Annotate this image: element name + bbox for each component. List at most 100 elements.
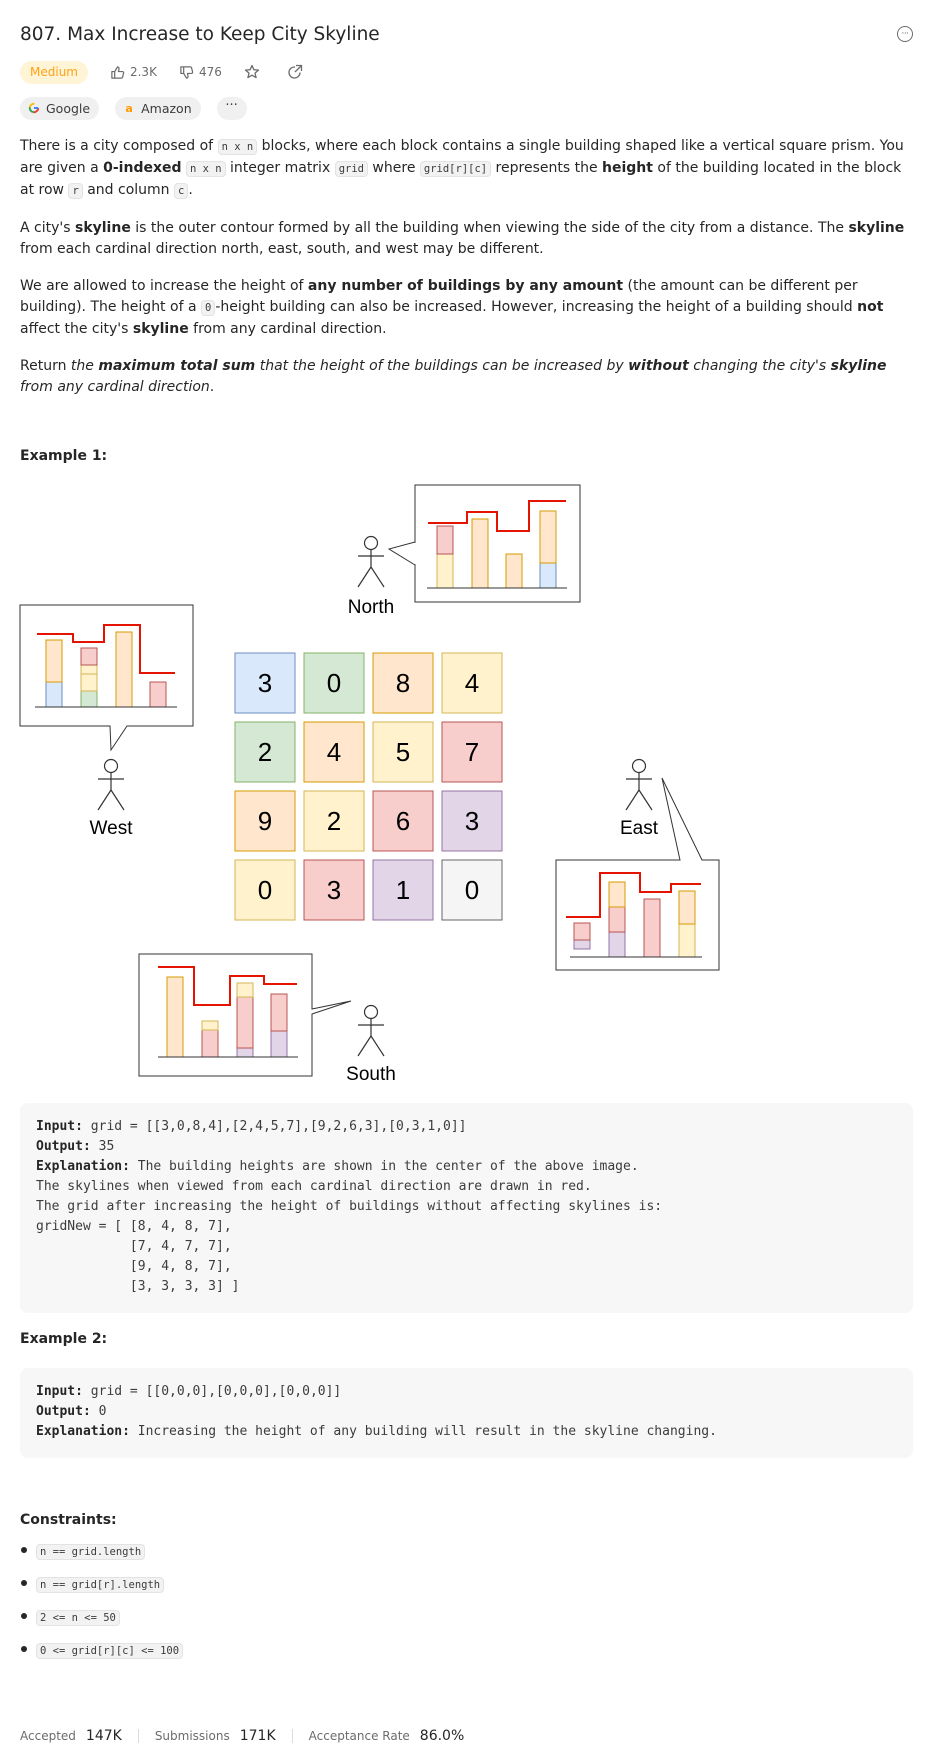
- more-tags-button[interactable]: ···: [216, 96, 247, 120]
- east-skyline: [566, 872, 701, 918]
- favorite-button[interactable]: [244, 64, 265, 80]
- share-button[interactable]: [287, 64, 308, 80]
- grid-cell: [372, 652, 434, 714]
- difficulty-badge: Medium: [20, 60, 88, 84]
- example-2-output: 0: [90, 1404, 107, 1419]
- example-1-explanation-line: [7, 4, 7, 7],: [36, 1239, 232, 1254]
- submission-stats: Accepted 147K Submissions 171K Acceptanc…: [20, 1726, 464, 1746]
- grid-cell: [372, 790, 434, 852]
- tag-google-label: Google: [46, 100, 91, 116]
- meta-row: Medium 2.3K 476: [20, 60, 308, 84]
- submissions-label: Submissions: [154, 1729, 230, 1743]
- share-icon: [288, 64, 302, 79]
- tag-amazon[interactable]: a Amazon: [115, 96, 201, 120]
- example-2-explanation: Increasing the height of any building wi…: [129, 1424, 717, 1439]
- example-2-heading: Example 2:: [20, 1331, 108, 1347]
- south-skyline: [158, 966, 297, 1006]
- north-label: North: [348, 597, 394, 618]
- example-1-output: 35: [90, 1139, 115, 1154]
- west-label: West: [90, 818, 134, 839]
- problem-title: 807. Max Increase to Keep City Skyline: [20, 24, 380, 45]
- example-1-block: Input: grid = [[3,0,8,4],[2,4,5,7],[9,2,…: [20, 1103, 913, 1313]
- acceptance-rate-value: 86.0%: [419, 1728, 465, 1744]
- north-view: North: [348, 484, 581, 618]
- constraint-item: n == grid.length: [20, 1535, 913, 1568]
- dislike-button[interactable]: 476: [179, 65, 222, 80]
- example-1-input: grid = [[3,0,8,4],[2,4,5,7],[9,2,6,3],[0…: [82, 1119, 467, 1134]
- grid-cell-value: 3: [258, 668, 272, 698]
- example-1-input-label: Input:: [36, 1119, 83, 1134]
- grid-cell: [372, 721, 434, 783]
- north-person-icon: [357, 535, 385, 588]
- more-options-icon[interactable]: ···: [897, 26, 913, 42]
- description-paragraph-1: There is a city composed of n x n blocks…: [20, 138, 904, 199]
- grid-cell: [234, 721, 296, 783]
- title-row: 807. Max Increase to Keep City Skyline ·…: [20, 20, 913, 50]
- example-1-explanation-line: [3, 3, 3, 3] ]: [36, 1279, 240, 1294]
- grid-cell-value: 0: [465, 875, 479, 905]
- grid-cell-value: 5: [396, 737, 410, 767]
- thumbs-down-icon: [180, 65, 194, 79]
- east-view: East: [555, 758, 720, 971]
- grid-cell-value: 4: [465, 668, 479, 698]
- stats-divider: [291, 1729, 293, 1743]
- example-1-explanation-line: The grid after increasing the height of …: [36, 1199, 663, 1214]
- grid-cell-value: 3: [465, 806, 479, 836]
- description-paragraph-4: Return the maximum total sum that the he…: [20, 358, 887, 395]
- east-person-icon: [625, 758, 653, 811]
- grid-cell: [441, 859, 503, 921]
- company-tags: Google a Amazon ···: [20, 96, 247, 120]
- accepted-label: Accepted: [20, 1729, 76, 1743]
- description-paragraph-3: We are allowed to increase the height of…: [20, 278, 884, 337]
- example-2-input-label: Input:: [36, 1384, 83, 1399]
- example-2-explanation-label: Explanation:: [36, 1424, 130, 1439]
- grid-cell: [441, 652, 503, 714]
- grid-cell: [303, 859, 365, 921]
- east-label: East: [620, 818, 659, 839]
- west-view-box: [19, 604, 194, 752]
- grid-cell-value: 1: [396, 875, 410, 905]
- grid-cell-value: 6: [396, 806, 410, 836]
- example-1-explanation-line: The building heights are shown in the ce…: [129, 1159, 639, 1174]
- west-skyline: [37, 624, 175, 674]
- south-view: South: [138, 953, 396, 1085]
- example-2-input: grid = [[0,0,0],[0,0,0],[0,0,0]]: [82, 1384, 342, 1399]
- grid-cell-value: 3: [327, 875, 341, 905]
- more-options-glyph: ···: [901, 28, 909, 39]
- example-1-explanation-line: The skylines when viewed from each cardi…: [36, 1179, 592, 1194]
- grid-cell: [441, 790, 503, 852]
- example-2-output-label: Output:: [36, 1404, 91, 1419]
- constraints-heading: Constraints:: [20, 1512, 117, 1528]
- problem-description: There is a city composed of n x n blocks…: [20, 136, 915, 414]
- thumbs-up-icon: [111, 65, 125, 79]
- north-skyline: [428, 500, 566, 532]
- example-2-block: Input: grid = [[0,0,0],[0,0,0],[0,0,0]] …: [20, 1368, 913, 1458]
- south-person-icon: [357, 1004, 385, 1057]
- grid-cell-value: 0: [327, 668, 341, 698]
- grid-cell: [303, 721, 365, 783]
- constraints-list: n == grid.length n == grid[r].length 2 <…: [20, 1535, 913, 1667]
- west-person-icon: [97, 758, 125, 811]
- like-button[interactable]: 2.3K: [110, 65, 157, 80]
- dislike-count: 476: [198, 65, 222, 79]
- constraint-item: 0 <= grid[r][c] <= 100: [20, 1634, 913, 1667]
- constraint-item: 2 <= n <= 50: [20, 1601, 913, 1634]
- example-1-explanation-label: Explanation:: [36, 1159, 130, 1174]
- grid-cell-value: 2: [258, 737, 272, 767]
- constraint-item: n == grid[r].length: [20, 1568, 913, 1601]
- tag-google[interactable]: Google: [20, 96, 100, 120]
- example-1-heading: Example 1:: [20, 448, 108, 464]
- grid-cell-value: 9: [258, 806, 272, 836]
- grid-cell: [234, 859, 296, 921]
- example-1-output-label: Output:: [36, 1139, 91, 1154]
- grid-cell: [441, 721, 503, 783]
- grid-cell: [303, 790, 365, 852]
- amazon-logo-icon: a: [125, 101, 133, 115]
- like-count: 2.3K: [129, 65, 157, 79]
- stats-divider: [137, 1729, 139, 1743]
- grid-cell-value: 8: [396, 668, 410, 698]
- submissions-value: 171K: [239, 1728, 276, 1744]
- west-view: West: [19, 604, 194, 839]
